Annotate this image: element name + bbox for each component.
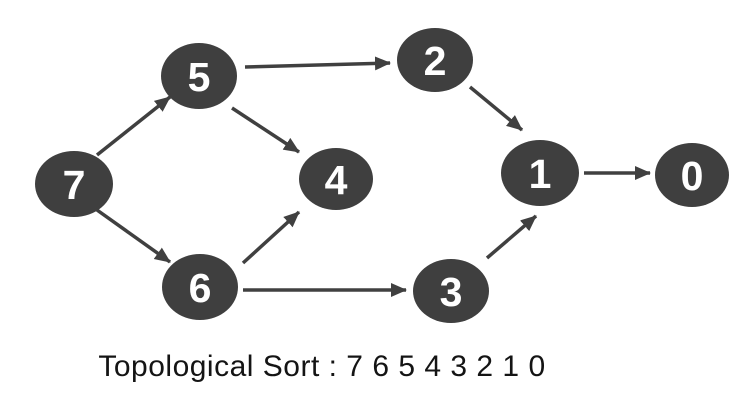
node-ellipse-0 bbox=[655, 143, 729, 207]
node-5: 5 bbox=[161, 43, 237, 109]
node-1: 1 bbox=[501, 140, 579, 206]
edge-3-1 bbox=[485, 214, 538, 260]
node-label-6: 6 bbox=[189, 265, 212, 311]
edge-7-6 bbox=[95, 208, 172, 264]
node-4: 4 bbox=[299, 148, 373, 210]
node-2: 2 bbox=[397, 28, 473, 92]
node-ellipse-7 bbox=[35, 151, 113, 217]
node-label-5: 5 bbox=[188, 54, 211, 100]
caption: Topological Sort : 7 6 5 4 3 2 1 0 bbox=[98, 350, 546, 383]
node-0: 0 bbox=[655, 143, 729, 207]
node-ellipse-2 bbox=[397, 28, 473, 92]
edge-7-5 bbox=[95, 95, 172, 157]
node-ellipse-3 bbox=[413, 259, 489, 323]
node-3: 3 bbox=[413, 259, 489, 323]
node-ellipse-6 bbox=[162, 254, 238, 320]
edge-2-1 bbox=[468, 85, 524, 132]
node-label-2: 2 bbox=[424, 38, 447, 84]
node-label-0: 0 bbox=[681, 153, 704, 199]
node-ellipse-5 bbox=[161, 43, 237, 109]
node-ellipse-4 bbox=[299, 148, 373, 210]
node-6: 6 bbox=[162, 254, 238, 320]
node-label-1: 1 bbox=[529, 151, 552, 197]
node-ellipse-1 bbox=[501, 140, 579, 206]
node-label-7: 7 bbox=[63, 162, 86, 208]
node-7: 7 bbox=[35, 151, 113, 217]
edge-6-4 bbox=[241, 210, 301, 265]
node-label-4: 4 bbox=[325, 157, 348, 203]
edge-5-4 bbox=[231, 106, 300, 154]
edge-5-2 bbox=[244, 56, 391, 71]
node-label-3: 3 bbox=[440, 269, 463, 315]
